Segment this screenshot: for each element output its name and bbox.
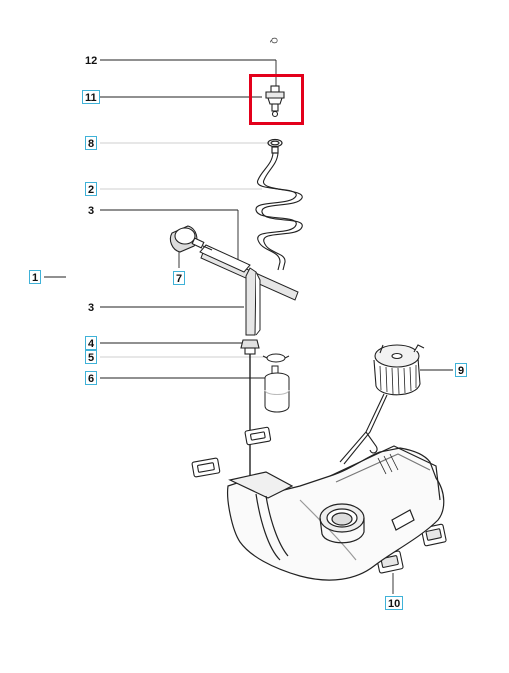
hose-clamp-part	[262, 353, 290, 363]
fuel-filter-part	[264, 365, 290, 413]
fuel-valve-part	[265, 85, 285, 118]
o-ring-part	[267, 138, 283, 154]
callout-10[interactable]: 10	[385, 596, 404, 610]
tube-fitting-part	[169, 225, 213, 253]
callout-9[interactable]: 9	[455, 363, 468, 377]
callout-5[interactable]: 5	[85, 350, 98, 364]
callout-4[interactable]: 4	[85, 336, 98, 350]
callout-11[interactable]: 11	[82, 90, 100, 104]
fuel-cap-part	[339, 344, 425, 465]
coiled-hose-part	[255, 152, 303, 271]
highlight-box	[249, 74, 304, 125]
fuel-tank-part	[227, 445, 445, 581]
grommet-left	[191, 457, 221, 478]
grommet-upper	[244, 426, 272, 446]
callout-7[interactable]: 7	[173, 271, 186, 285]
callout-3-lower[interactable]: 3	[88, 302, 95, 314]
pickup-tube-part	[199, 244, 299, 336]
page-mark: Q	[269, 37, 279, 44]
callout-8[interactable]: 8	[85, 136, 98, 150]
callout-3-upper[interactable]: 3	[88, 205, 95, 217]
callout-12[interactable]: 12	[85, 55, 98, 67]
callout-1[interactable]: 1	[29, 270, 42, 284]
leader-lines-light	[100, 142, 270, 358]
callout-6[interactable]: 6	[85, 371, 98, 385]
callout-2[interactable]: 2	[85, 182, 98, 196]
leader-lines	[44, 59, 453, 594]
filter-cap-part	[240, 339, 260, 490]
